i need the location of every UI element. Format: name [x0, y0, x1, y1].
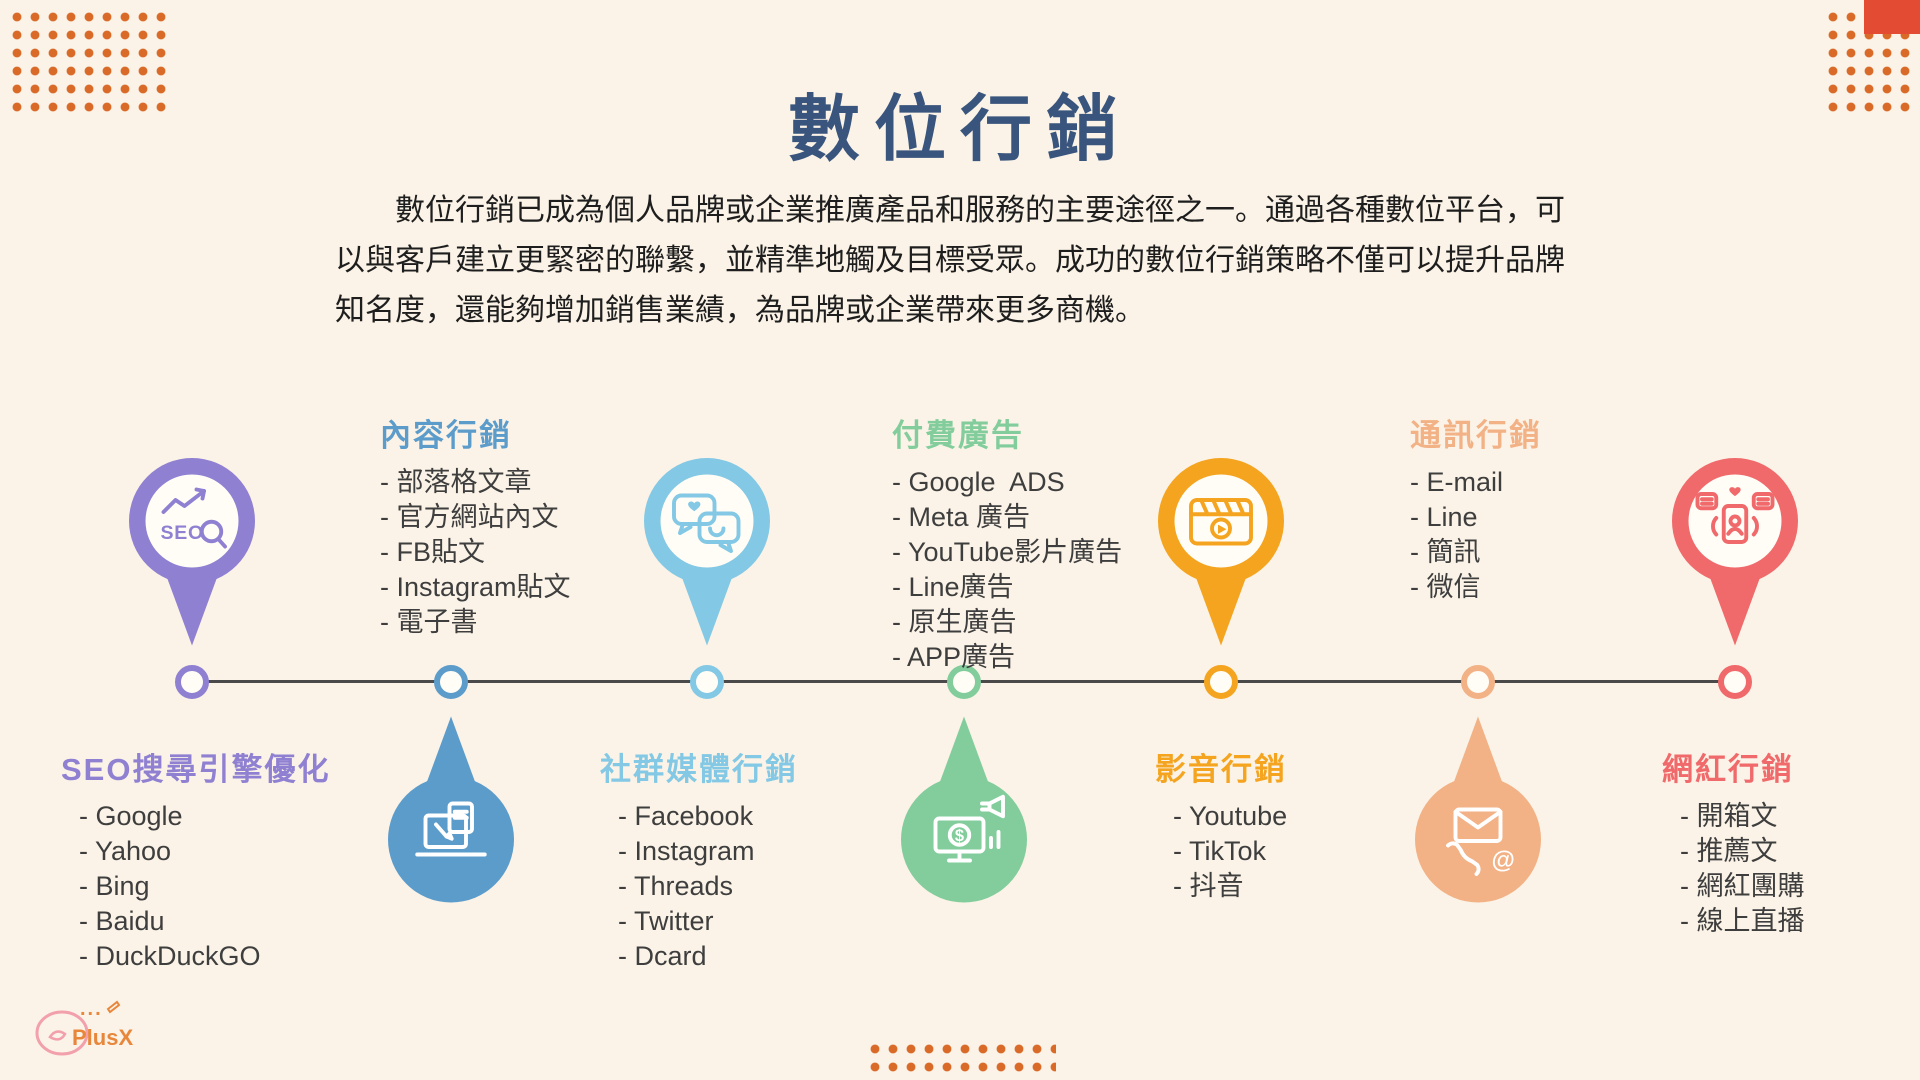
pencil-glyph — [106, 1000, 121, 1014]
ads-monitor-icon — [933, 794, 1005, 863]
content-marketing-item-list: - 部落格文章 - 官方網站內文 - FB貼文 - Instagram貼文 - 電子書 — [380, 465, 710, 640]
list-item: - Threads — [618, 871, 734, 901]
list-item: - APP廣告 — [892, 642, 1016, 672]
list-item: - Bing — [79, 871, 150, 901]
list-item: - 抖音 — [1173, 871, 1244, 901]
seo-text-block: SEO搜尋引擎優化 - Google- Yahoo- Bing- Baidu- … — [61, 744, 391, 974]
dot-pattern-top-left — [6, 6, 168, 120]
list-item: - 部落格文章 — [380, 467, 532, 497]
list-item: - YouTube影片廣告 — [892, 537, 1123, 567]
list-item: - 官方網站內文 — [380, 502, 559, 532]
influencer-phone-icon — [1695, 492, 1775, 544]
clapperboard-icon — [1189, 498, 1253, 546]
social-media-pin — [632, 455, 782, 650]
category-title: 通訊行銷 — [1410, 418, 1542, 453]
list-item: - 開箱文 — [1680, 801, 1778, 831]
intro-paragraph: 數位行銷已成為個人品牌或企業推廣產品和服務的主要途徑之一。通過各種數位平台，可以… — [335, 193, 1565, 328]
video-marketing-item-list: - Youtube - TikTok - 抖音 — [1155, 799, 1485, 904]
timeline-marker — [1461, 665, 1495, 699]
list-item: - Baidu — [79, 906, 165, 936]
paid-ads-text-block: 付費廣告 - Google ADS- Meta 廣告- YouTube影片廣告-… — [892, 410, 1222, 675]
trend-arrow-icon — [161, 487, 206, 514]
timeline-marker — [1204, 665, 1238, 699]
content-marketing-text-block: 內容行銷 - 部落格文章- 官方網站內文- FB貼文- Instagram貼文-… — [380, 410, 710, 640]
list-item: - 簡訊 — [1410, 537, 1481, 567]
paid-ads-pin: $ — [889, 712, 1039, 907]
list-item: - Dcard — [618, 941, 707, 971]
list-item: - 電子書 — [380, 607, 478, 637]
seo-pin: SEO — [117, 455, 267, 650]
list-item: - FB貼文 — [380, 537, 485, 567]
timeline-marker — [175, 665, 209, 699]
plusx-logo: ... PlusX — [28, 985, 160, 1067]
category-title: SEO搜尋引擎優化 — [61, 752, 331, 787]
content-marketing-pin — [376, 712, 526, 907]
list-item: - 微信 — [1410, 572, 1481, 602]
category-title: 網紅行銷 — [1662, 752, 1794, 787]
timeline-marker — [690, 665, 724, 699]
list-item: - Yahoo — [79, 836, 172, 866]
messaging-marketing-text-block: 通訊行銷 - E-mail - Line - 簡訊 - 微信 — [1410, 410, 1740, 605]
timeline-marker — [434, 665, 468, 699]
category-title: 社群媒體行銷 — [600, 752, 798, 787]
page-title: 數位行銷 — [787, 86, 1132, 171]
at-glyph: @ — [1492, 847, 1515, 874]
category-title: 內容行銷 — [380, 418, 512, 453]
influencer-marketing-text-block: 網紅行銷 - 開箱文 - 推薦文 - 網紅團購 - 線上直播 — [1662, 744, 1920, 939]
list-item: - Facebook — [618, 801, 754, 831]
influencer-marketing-item-list: - 開箱文 - 推薦文 - 網紅團購 - 線上直播 — [1662, 799, 1920, 939]
list-item: - E-mail — [1410, 467, 1503, 497]
chat-bubbles-icon — [672, 493, 741, 553]
list-item: - Instagram — [618, 836, 755, 866]
social-media-text-block: 社群媒體行銷 - Facebook - Instagram - Threads - T… — [600, 744, 930, 974]
influencer-marketing-pin — [1660, 455, 1810, 650]
timeline-marker — [1718, 665, 1752, 699]
list-item: - Line廣告 — [892, 572, 1014, 602]
messaging-marketing-item-list: - E-mail - Line - 簡訊 - 微信 — [1410, 465, 1740, 605]
category-title: 付費廣告 — [892, 418, 1024, 453]
messaging-marketing-pin: @ — [1403, 712, 1553, 907]
seo-label: SEO — [161, 522, 204, 544]
logo-dots: ... — [80, 998, 103, 1020]
mail-phone-icon — [1446, 807, 1503, 876]
corner-accent-block — [1864, 0, 1920, 34]
list-item: - Line — [1410, 502, 1478, 532]
list-item: - 原生廣告 — [892, 607, 1017, 637]
list-item: - Instagram貼文 — [380, 572, 571, 602]
list-item: - TikTok — [1173, 836, 1267, 866]
magnifier-icon — [199, 519, 227, 549]
social-media-item-list: - Facebook - Instagram - Threads - Twitter -… — [600, 799, 930, 974]
list-item: - 線上直播 — [1680, 906, 1805, 936]
list-item: - Twitter — [618, 906, 714, 936]
list-item: - 網紅團購 — [1680, 871, 1805, 901]
list-item: - Google — [79, 801, 183, 831]
dollar-glyph: $ — [955, 827, 964, 845]
heart-glyph — [688, 501, 701, 512]
list-item: - Meta 廣告 — [892, 502, 1031, 532]
heart-glyph — [1729, 487, 1741, 497]
paid-ads-item-list: - Google ADS - Meta 廣告 - YouTube影片廣告 - Line… — [892, 465, 1222, 675]
play-glyph — [1218, 524, 1227, 534]
video-marketing-pin — [1146, 455, 1296, 650]
list-item: - DuckDuckGO — [79, 941, 261, 971]
logo-ring — [35, 1010, 89, 1056]
timeline-marker — [947, 665, 981, 699]
video-marketing-text-block: 影音行銷 - Youtube - TikTok - 抖音 — [1155, 744, 1485, 904]
dot-pattern-bottom — [864, 1038, 1056, 1078]
category-title: 影音行銷 — [1155, 752, 1287, 787]
list-item: - Youtube — [1173, 801, 1288, 831]
logo-bird-glyph — [48, 1030, 67, 1041]
laptop-writing-icon — [415, 801, 487, 857]
list-item: - Google ADS — [892, 467, 1065, 497]
list-item: - 推薦文 — [1680, 836, 1778, 866]
seo-item-list: - Google - Yahoo - Bing - Baidu - DuckDuckGO — [61, 799, 391, 974]
logo-text: PlusX — [72, 1025, 133, 1050]
